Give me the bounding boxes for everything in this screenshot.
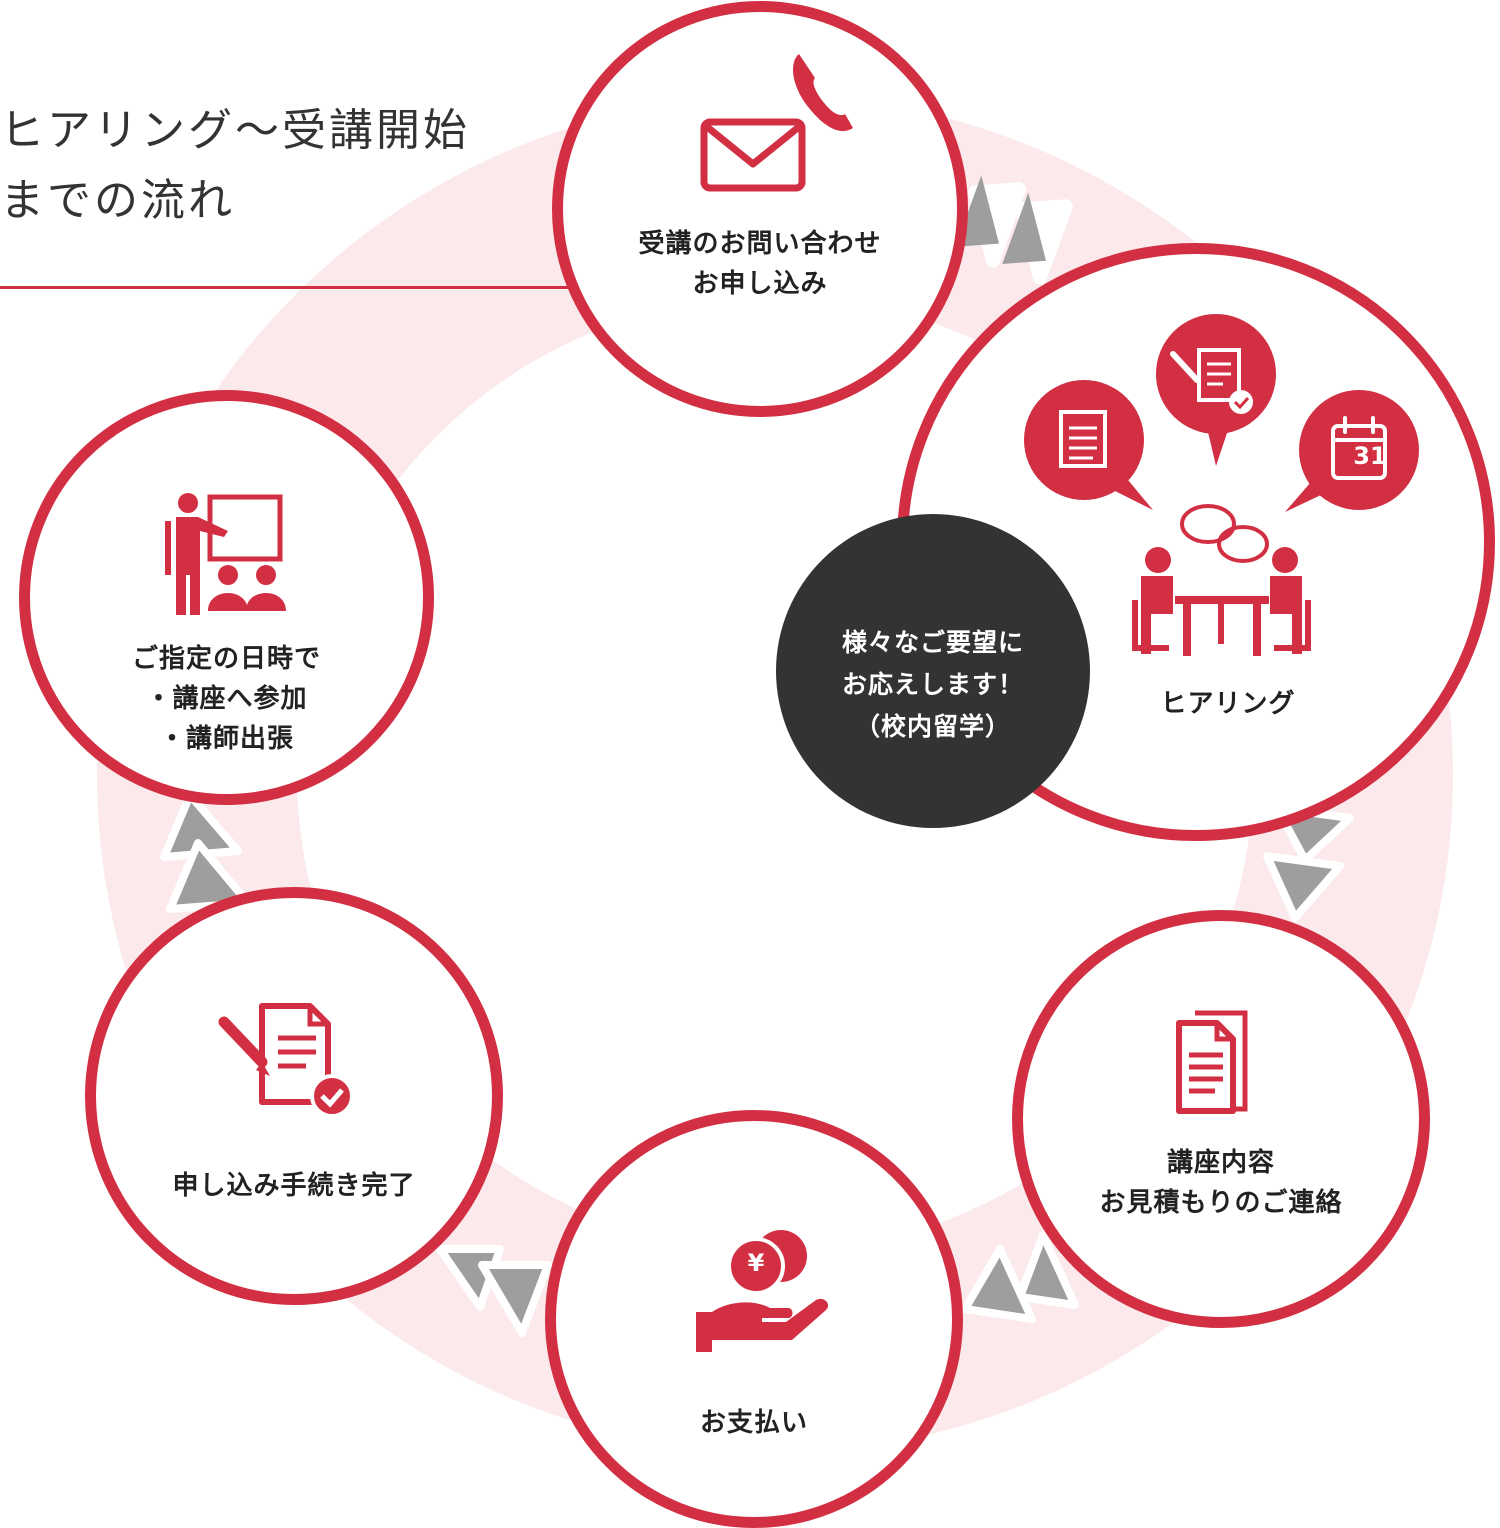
step-payment: ¥ お支払い [545,1110,963,1528]
step-inquiry-line-2: お申し込み [692,269,828,299]
callout-line-1: 様々なご要望に [841,628,1024,657]
step-estimate-line-2: お見積もりのご連絡 [1099,1188,1343,1218]
callout-label: 様々なご要望に お応えします！ （校内留学） [776,622,1090,748]
document-icon [1176,1010,1248,1114]
step-attend-lecture-line-1: ご指定の日時で [131,644,321,674]
step-inquiry-line-1: 受講のお問い合わせ [638,229,882,259]
meeting-icon [1024,314,1419,656]
step-hearing-line-1: ヒアリング [1160,689,1296,719]
step-attend-lecture-line-3: ・講師出張 [158,724,294,754]
step-hearing-label: ヒアリング [948,684,1500,724]
step-estimate: 講座内容 お見積もりのご連絡 [1012,910,1430,1328]
page-title: ヒアリング〜受講開始 までの流れ [0,96,560,236]
step-application-complete-line-1: 申し込み手続き完了 [172,1171,416,1201]
yen-symbol: ¥ [747,1249,765,1277]
step-estimate-line-1: 講座内容 [1166,1148,1275,1178]
lecture-icon [165,493,286,615]
arrow-step5-to-step6 [160,791,252,913]
step-payment-line-1: お支払い [699,1408,808,1438]
step-application-complete-label: 申し込み手続き完了 [96,1166,492,1206]
calendar-day: 31 [1353,442,1387,470]
step-inquiry-label: 受講のお問い合わせ お申し込み [563,224,957,304]
arrow-step3-to-step4 [961,1231,1079,1323]
step-attend-lecture: ご指定の日時で ・講座へ参加 ・講師出張 [19,390,434,805]
title-line-2: までの流れ [0,175,235,226]
callout-line-2: お応えします！ [841,670,1024,699]
step-payment-label: お支払い [556,1403,952,1443]
title-divider [0,286,580,289]
signed-document-icon [218,1003,354,1118]
step-inquiry: 受講のお問い合わせ お申し込み [552,1,968,417]
title-line-1: ヒアリング〜受講開始 [0,105,470,156]
step-attend-lecture-line-2: ・講座へ参加 [145,684,308,714]
arrow-step4-to-step5 [436,1245,552,1337]
mail-phone-icon [700,54,853,192]
callout-line-3: （校内留学） [854,712,1011,741]
step-estimate-label: 講座内容 お見積もりのご連絡 [1023,1143,1419,1223]
callout-circle: 様々なご要望に お応えします！ （校内留学） [776,514,1090,828]
payment-yen-icon [696,1230,829,1352]
step-attend-lecture-label: ご指定の日時で ・講座へ参加 ・講師出張 [30,639,423,759]
arrow-step1-to-step2 [955,175,1073,285]
step-application-complete: 申し込み手続き完了 [85,887,503,1305]
